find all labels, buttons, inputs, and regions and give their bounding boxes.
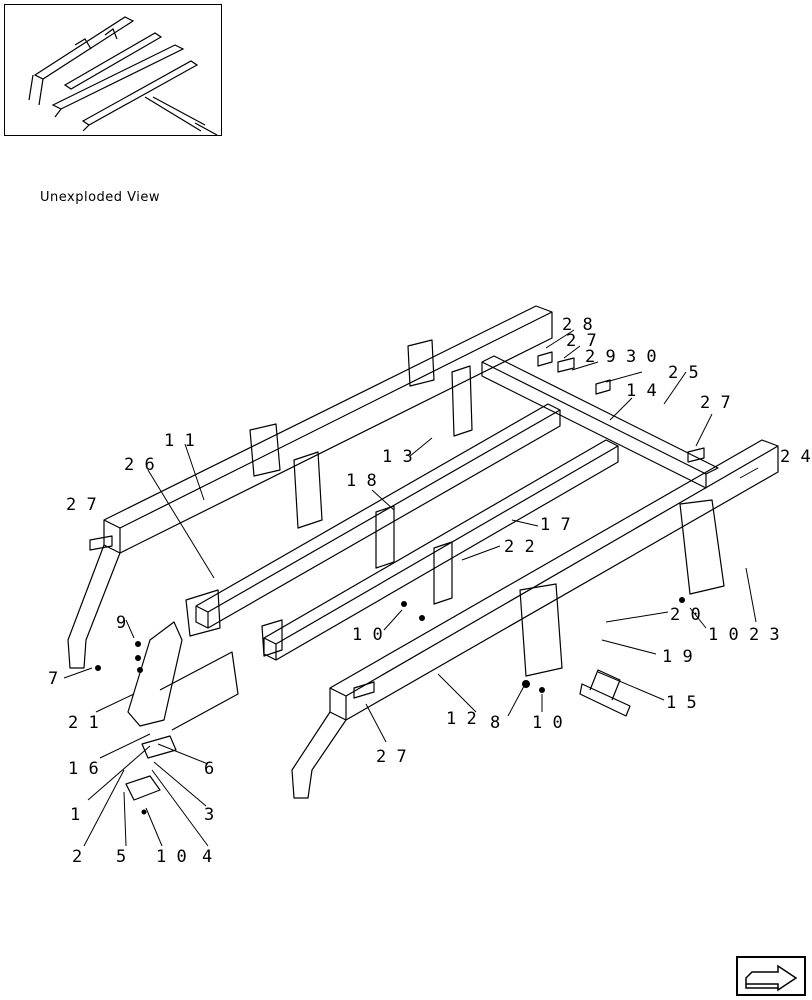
- callout-c27c: 2 7: [66, 495, 97, 515]
- callout-c27d: 2 7: [376, 747, 407, 767]
- callout-c21: 2 1: [68, 713, 99, 733]
- beam-12: [329, 439, 779, 697]
- callout-c8: 8: [490, 713, 500, 733]
- hitch-16: [127, 621, 183, 727]
- callout-c7: 7: [48, 669, 58, 689]
- callout-c27b: 2 7: [700, 393, 731, 413]
- callout-c19: 1 9: [662, 647, 693, 667]
- callout-c25: 2 5: [668, 363, 699, 383]
- left-leg: [67, 544, 121, 669]
- arrow-icon: [745, 964, 798, 992]
- callout-c1023: 1 0 2 3: [708, 625, 780, 645]
- callout-c9: 9: [116, 613, 126, 633]
- beam-11: [103, 305, 553, 529]
- callout-c2: 2: [72, 847, 82, 867]
- callout-c1: 1: [70, 805, 80, 825]
- callout-c10a: 1 0: [352, 625, 383, 645]
- callout-c16: 1 6: [68, 759, 99, 779]
- callout-c14: 1 4: [626, 381, 657, 401]
- callout-c10c: 1 0: [156, 847, 187, 867]
- callout-c26: 2 6: [124, 455, 155, 475]
- front-leg: [291, 711, 347, 799]
- callout-c20: 2 0: [670, 605, 701, 625]
- beam-17: [263, 439, 619, 645]
- callout-c10b: 1 0: [532, 713, 563, 733]
- callout-c15: 1 5: [666, 693, 697, 713]
- callout-c18: 1 8: [346, 471, 377, 491]
- callout-c17: 1 7: [540, 515, 571, 535]
- callout-c28: 2 8: [562, 315, 593, 335]
- overview-thumbnail: [4, 4, 222, 136]
- callout-c11: 1 1: [164, 431, 195, 451]
- callout-c13: 1 3: [382, 447, 413, 467]
- next-page-button[interactable]: [736, 956, 806, 996]
- callout-c22: 2 2: [504, 537, 535, 557]
- callout-c6: 6: [204, 759, 214, 779]
- callout-c4: 4: [202, 847, 212, 867]
- callout-c27a: 2 7: [566, 331, 597, 351]
- callout-c24: 2 4: [780, 447, 811, 467]
- callout-c2930: 2 9 3 0: [585, 347, 657, 367]
- callout-c12: 1 2: [446, 709, 477, 729]
- cross-tube-14: [481, 355, 719, 475]
- view-caption: Unexploded View: [40, 190, 161, 205]
- overview-frame-sketch: [28, 16, 218, 136]
- callout-c3: 3: [204, 805, 214, 825]
- callout-c5: 5: [116, 847, 126, 867]
